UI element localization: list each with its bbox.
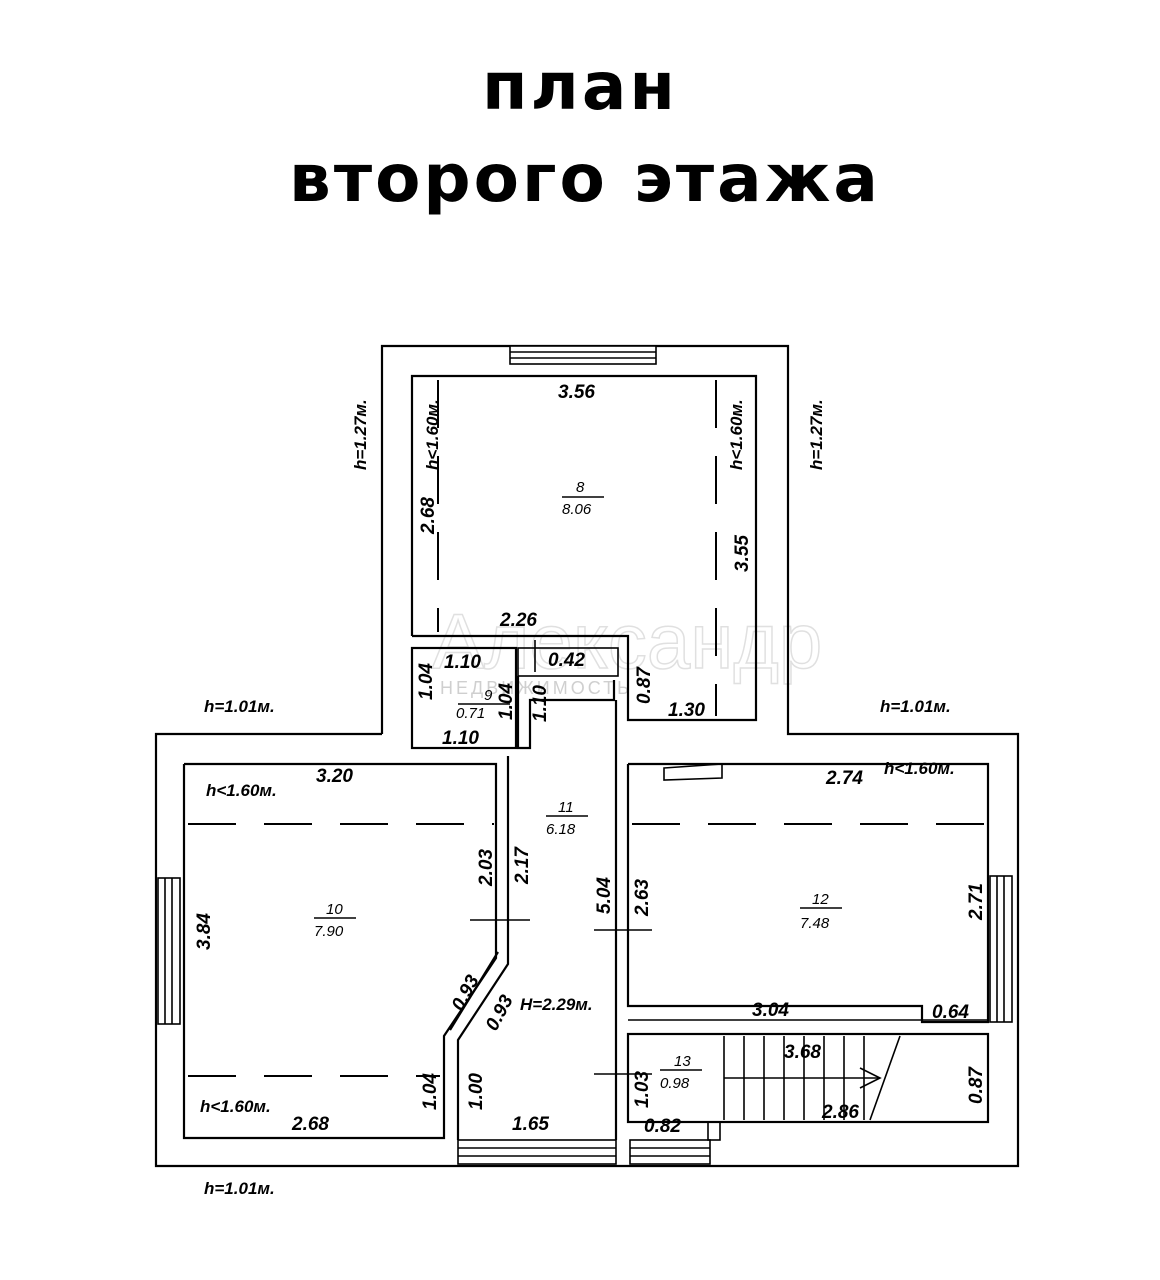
dim-2-68-top: 2.68: [418, 497, 439, 535]
dim-2-26: 2.26: [499, 610, 537, 631]
svg-text:13: 13: [674, 1053, 691, 1070]
height-room8-right: h<1.60м.: [727, 399, 746, 470]
dim-2-74: 2.74: [825, 768, 863, 789]
room-10-walls: [182, 762, 530, 1140]
dim-0-64: 0.64: [932, 1002, 969, 1023]
dim-3-84: 3.84: [194, 913, 215, 950]
room-label-12: 12 7.48: [800, 891, 842, 932]
height-mid-right: h=1.01м.: [880, 697, 951, 716]
height-bottom-left: h=1.01м.: [204, 1179, 275, 1198]
svg-text:6.18: 6.18: [546, 821, 576, 838]
dim-2-63: 2.63: [632, 879, 653, 917]
height-top-left: h=1.27м.: [351, 399, 370, 470]
svg-text:8: 8: [576, 479, 585, 496]
dim-1-10-bottom: 1.10: [442, 728, 479, 749]
dim-2-86: 2.86: [821, 1102, 859, 1123]
dim-2-17: 2.17: [512, 846, 533, 885]
dim-1-03: 1.03: [632, 1071, 653, 1108]
svg-text:11: 11: [558, 799, 574, 816]
dim-0-87-top: 0.87: [634, 666, 655, 704]
room-label-10: 10 7.90: [314, 901, 356, 940]
dim-2-71: 2.71: [966, 883, 987, 921]
dim-1-04-bottom: 1.04: [420, 1073, 441, 1110]
room-label-11: 11 6.18: [546, 799, 588, 838]
dim-0-82: 0.82: [644, 1116, 681, 1137]
dim-1-10-top: 1.10: [444, 652, 481, 673]
height-room8-left: h<1.60м.: [423, 399, 442, 470]
dim-1-00: 1.00: [466, 1073, 487, 1110]
plan-title-line1: план: [481, 48, 679, 125]
room-label-13: 13 0.98: [660, 1053, 702, 1092]
svg-text:0.98: 0.98: [660, 1075, 690, 1092]
dim-5-04: 5.04: [594, 877, 615, 914]
room-label-9: 9 0.71: [456, 687, 510, 722]
outer-walls: [154, 344, 1020, 1168]
height-hall: H=2.29м.: [520, 995, 593, 1014]
top-window: [509, 345, 657, 365]
dim-0-93-b: 0.93: [482, 991, 518, 1034]
height-mid-left: h=1.01м.: [204, 697, 275, 716]
height-top-right: h=1.27м.: [807, 399, 826, 470]
dim-2-03: 2.03: [476, 849, 497, 887]
dim-1-04-left: 1.04: [416, 663, 437, 700]
svg-text:7.48: 7.48: [800, 915, 830, 932]
dim-1-65: 1.65: [512, 1114, 549, 1135]
dim-1-10-vert: 1.10: [530, 685, 551, 722]
dim-3-55: 3.55: [732, 535, 753, 572]
svg-text:0.71: 0.71: [456, 705, 485, 722]
svg-text:12: 12: [812, 891, 829, 908]
room-label-8: 8 8.06: [562, 479, 604, 518]
dim-0-87-bottom: 0.87: [966, 1066, 987, 1104]
dim-3-04: 3.04: [752, 1000, 789, 1021]
left-window: [157, 877, 181, 1025]
svg-text:9: 9: [484, 687, 493, 704]
room-12-walls: [626, 762, 990, 1024]
dim-3-20: 3.20: [316, 766, 353, 787]
height-room10-top: h<1.60м.: [206, 781, 277, 800]
svg-text:8.06: 8.06: [562, 501, 592, 518]
height-room10-bottom: h<1.60м.: [200, 1097, 271, 1116]
bottom-windows: [457, 1139, 711, 1165]
room-13-stairs: [626, 1019, 990, 1141]
height-room12-top: h<1.60м.: [884, 759, 955, 778]
dim-3-56: 3.56: [558, 382, 595, 403]
plan-title-line2: второго этажа: [289, 140, 881, 217]
dim-1-30: 1.30: [668, 700, 705, 721]
hall-11-walls: [449, 700, 652, 1140]
room-9-walls: [410, 640, 619, 750]
svg-text:7.90: 7.90: [314, 923, 344, 940]
right-window: [989, 875, 1013, 1023]
svg-text:10: 10: [326, 901, 343, 918]
dim-3-68: 3.68: [784, 1042, 821, 1063]
dim-0-42: 0.42: [548, 650, 585, 671]
dim-2-68-bottom: 2.68: [291, 1114, 329, 1135]
dim-1-04-mid: 1.04: [496, 683, 517, 720]
watermark-sub: НЕДВИЖИМОСТЬ: [440, 678, 632, 698]
room-8-walls: [410, 374, 758, 722]
